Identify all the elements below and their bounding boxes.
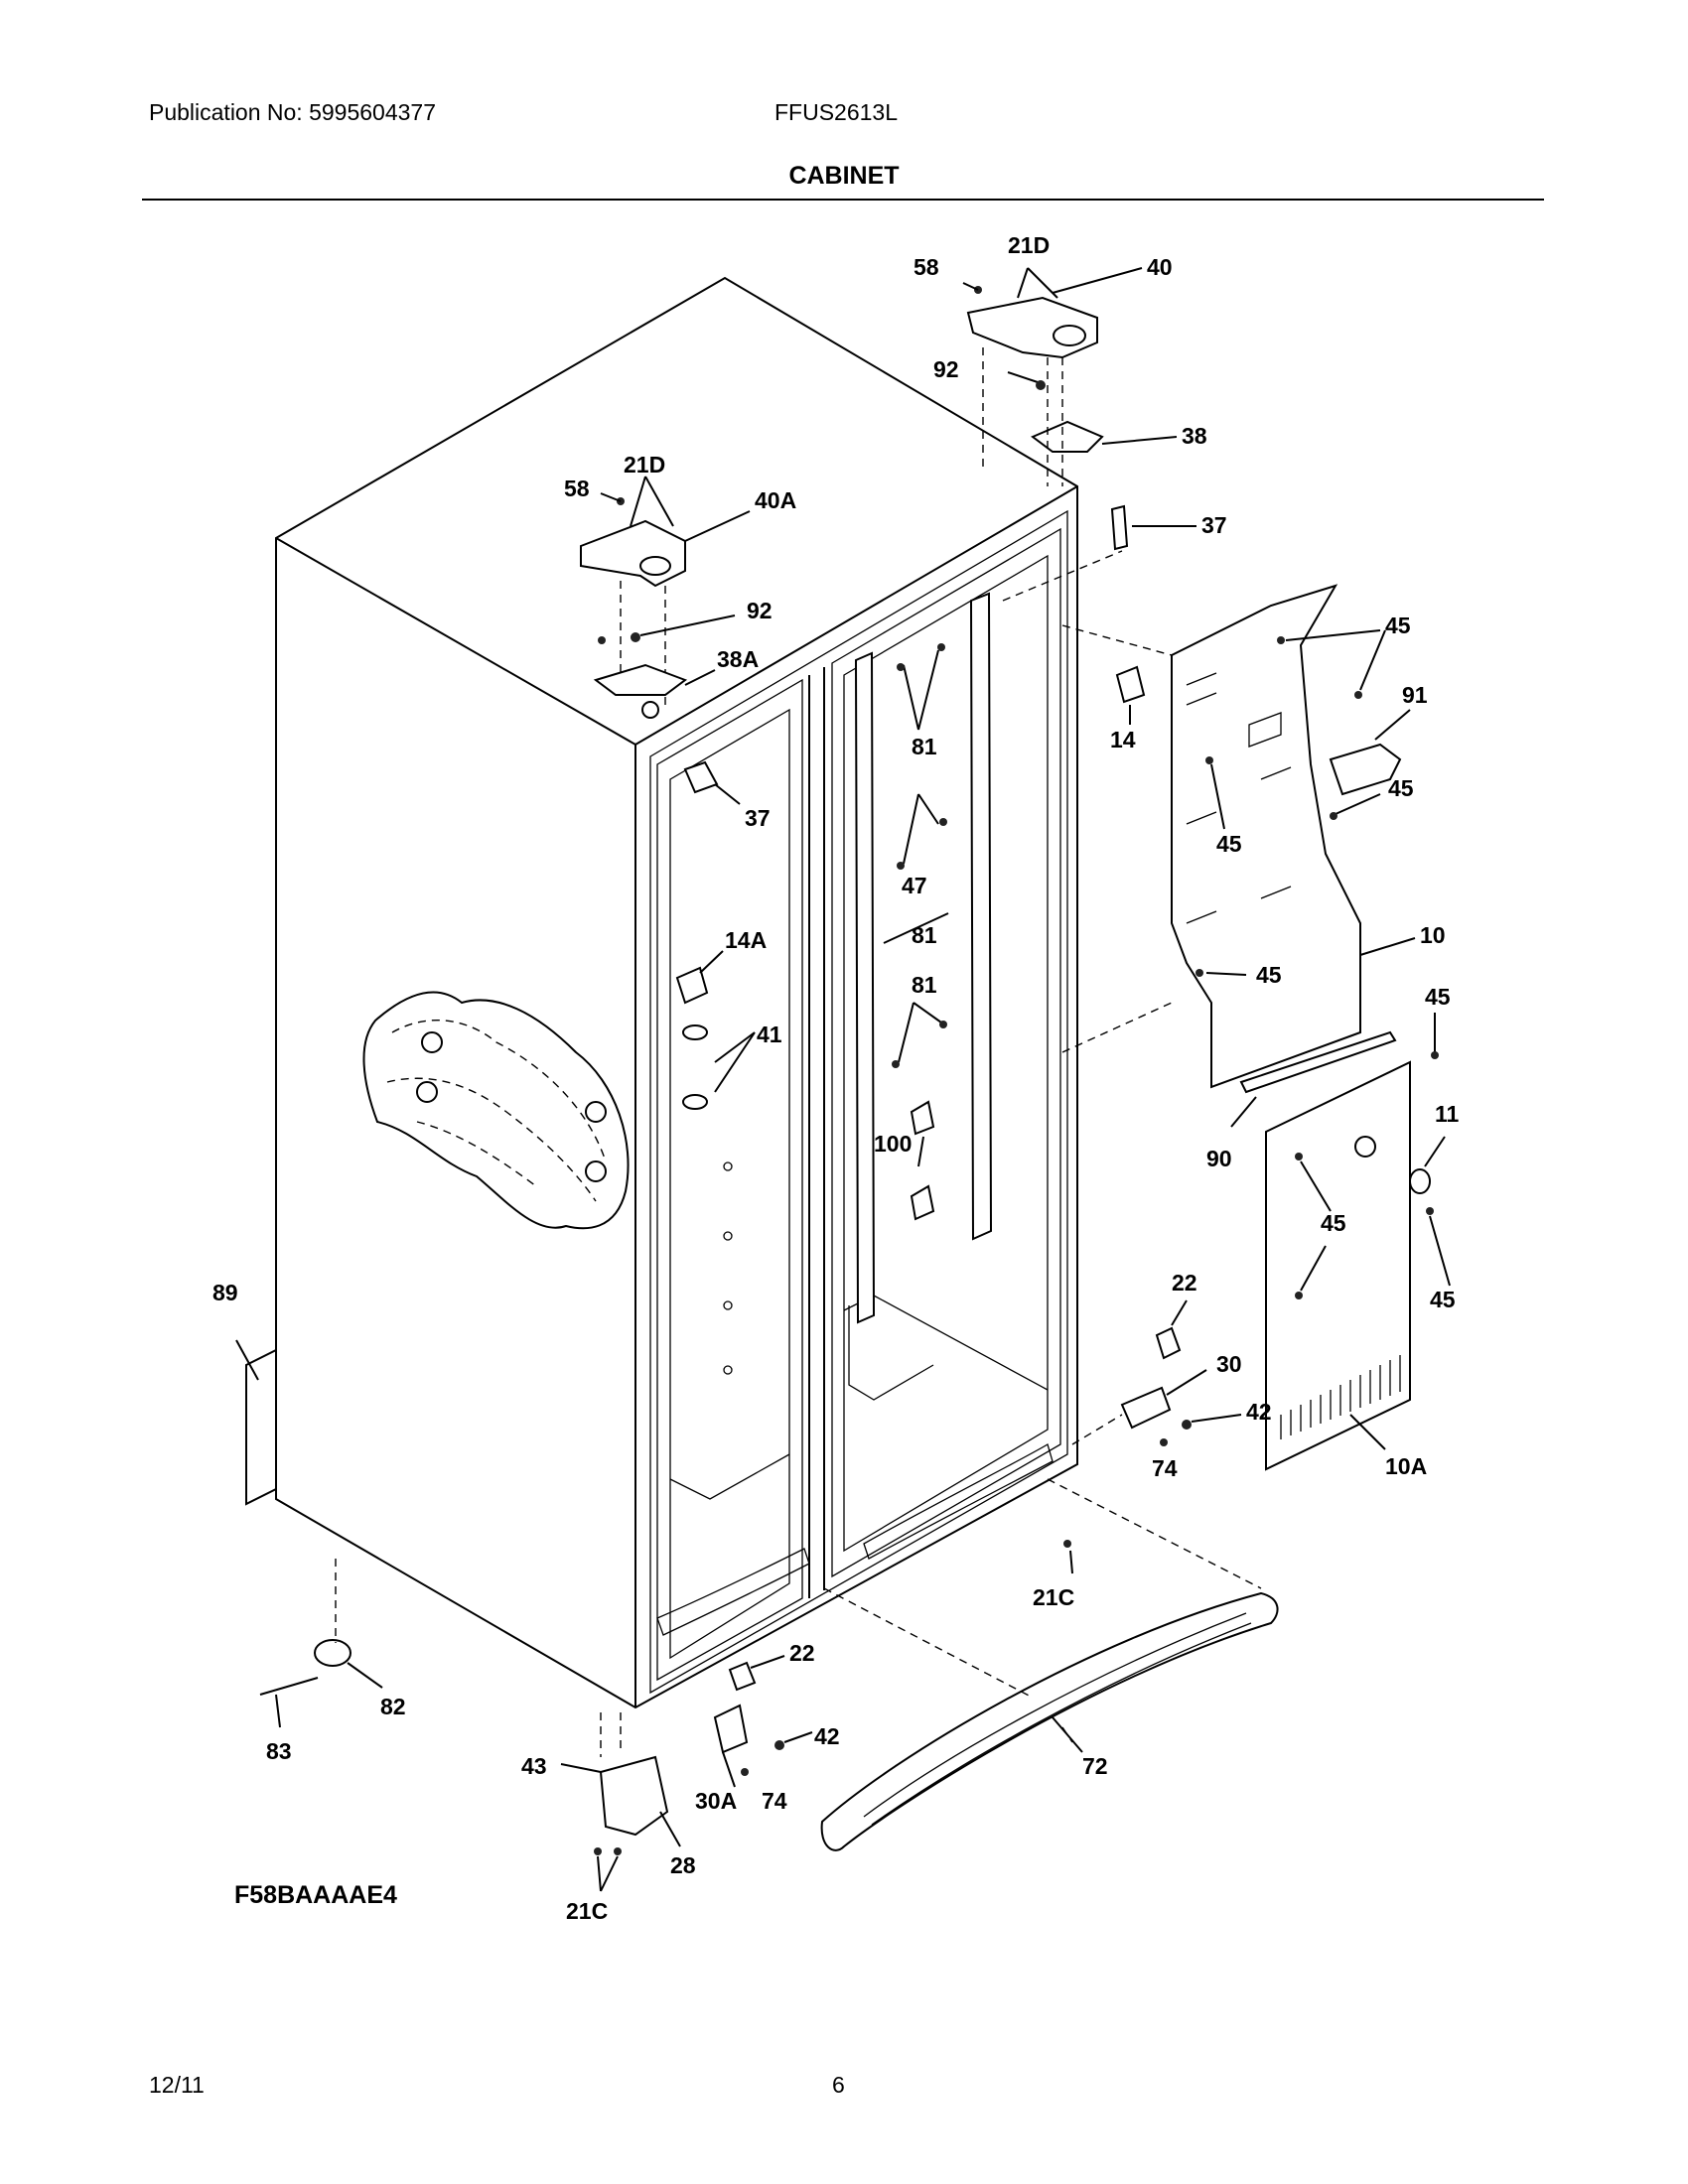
callout: 45 (1425, 984, 1451, 1010)
callout: 21D (1008, 232, 1050, 258)
callout: 28 (670, 1852, 696, 1878)
callout: 45 (1430, 1287, 1456, 1312)
callout: 10A (1385, 1453, 1427, 1479)
callout: 43 (521, 1753, 547, 1779)
callout: 45 (1256, 962, 1282, 988)
callout-labels: 58 21D 40 92 38 37 58 21D 40A 92 38A 45 … (212, 232, 1460, 1924)
callout: 47 (902, 873, 927, 898)
interior-parts (675, 592, 993, 1324)
foam-insulation-cutaway (362, 991, 630, 1230)
callout: 72 (1082, 1753, 1108, 1779)
top-hinge-assembly-right (962, 267, 1196, 551)
callout: 45 (1385, 613, 1411, 638)
callout: 100 (874, 1131, 912, 1157)
callout: 14 (1110, 727, 1136, 752)
callout: 90 (1206, 1146, 1232, 1171)
callout: 45 (1321, 1210, 1346, 1236)
callout: 10 (1420, 922, 1446, 948)
callout: 30A (695, 1788, 737, 1814)
callout: 14A (725, 927, 767, 953)
callout: 45 (1388, 775, 1414, 801)
cabinet-exploded-diagram: 58 21D 40 92 38 37 58 21D 40A 92 38A 45 … (212, 232, 1460, 1924)
strip-90 (1230, 1030, 1397, 1128)
back-panel (1002, 550, 1416, 1089)
callout: 74 (762, 1788, 787, 1814)
callout: 40A (755, 487, 796, 513)
callout: 22 (1172, 1270, 1197, 1296)
callout: 82 (380, 1694, 406, 1719)
callout: 30 (1216, 1351, 1242, 1377)
callout: 91 (1402, 682, 1428, 708)
callout: 45 (1216, 831, 1242, 857)
callout: 92 (747, 598, 773, 623)
callout: 21D (624, 452, 665, 478)
callout: 21C (1033, 1584, 1074, 1610)
top-hinge-assembly-left (580, 476, 751, 719)
diagram-code: F58BAAAAE4 (234, 1881, 397, 1909)
callout: 89 (212, 1280, 238, 1305)
callout: 22 (789, 1640, 815, 1666)
callout: 92 (933, 356, 959, 382)
callout: 40 (1147, 254, 1173, 280)
callout: 74 (1152, 1455, 1178, 1481)
callout: 37 (1201, 512, 1227, 538)
callout: 83 (266, 1738, 292, 1764)
callout: 41 (757, 1022, 782, 1047)
lower-hinge-left (713, 1655, 813, 1788)
callout: 81 (912, 734, 937, 759)
callout: 58 (914, 254, 939, 280)
vent-slots (1280, 1355, 1401, 1439)
callout: 21C (566, 1898, 608, 1924)
model-number: FFUS2613L (774, 99, 899, 125)
callout: 37 (745, 805, 771, 831)
header-divider (142, 199, 1544, 201)
callout: 42 (1246, 1399, 1272, 1425)
toe-grille (820, 1478, 1279, 1851)
callout: 38A (717, 646, 759, 672)
publication-number: Publication No: 5995604377 (149, 99, 437, 125)
page-title: CABINET (788, 162, 900, 190)
callout: 81 (912, 972, 937, 998)
callout: 38 (1182, 423, 1207, 449)
page-number: 6 (832, 2072, 845, 2098)
footer-date: 12/11 (149, 2072, 205, 2098)
lower-left-parts (235, 1339, 1073, 1892)
callout: 11 (1435, 1101, 1460, 1127)
callout: 58 (564, 476, 590, 501)
lower-hinge-right (1071, 1299, 1242, 1446)
cabinet-body (275, 276, 1078, 1709)
machine-compartment-cover (1265, 1013, 1451, 1471)
callout: 81 (912, 922, 937, 948)
callout: 42 (814, 1723, 840, 1749)
